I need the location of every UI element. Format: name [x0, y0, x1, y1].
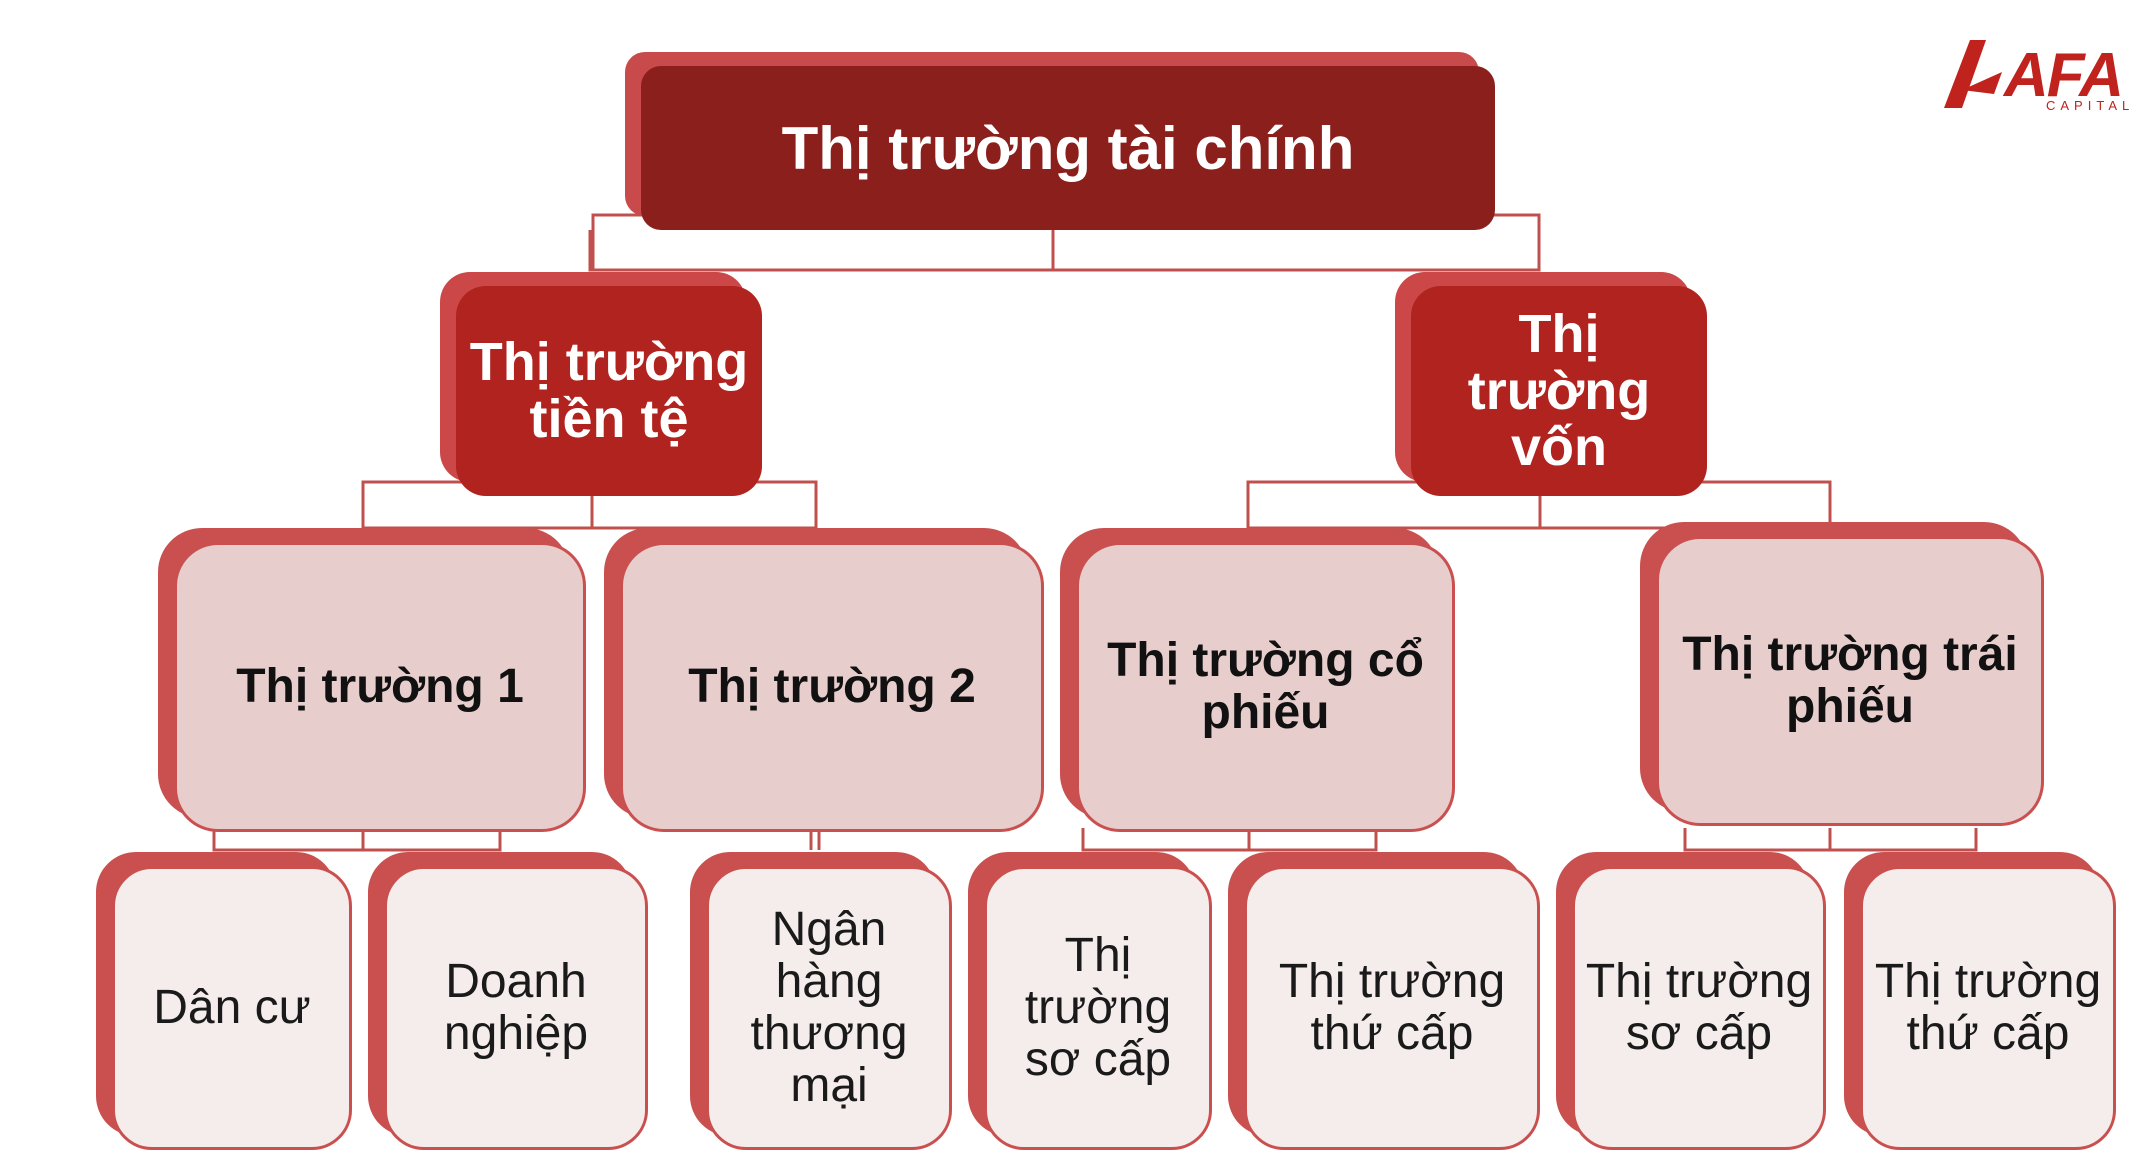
logo-mark-icon [1944, 40, 2002, 108]
node-label: Doanh nghiệp [443, 955, 589, 1060]
connector-root-stem [588, 230, 1541, 272]
node-bond-secondary: Thị trường thứ cấp [1844, 852, 2116, 1150]
node-label: Thị trường sơ cấp [1024, 929, 1172, 1086]
node-bond-primary: Thị trường sơ cấp [1556, 852, 1826, 1150]
afa-capital-logo: AFA CAPITAL [1940, 36, 2130, 116]
node-label: Thị trường cổ phiếu [1107, 634, 1424, 739]
connector-bond-children [1683, 828, 1978, 852]
node-label: Dân cư [153, 981, 311, 1035]
node-financial-market: Thị trường tài chính [625, 52, 1495, 230]
node-label: Thị trường tài chính [781, 114, 1355, 182]
node-label: Thị trường 2 [688, 660, 976, 714]
node-market-2: Thị trường 2 [604, 528, 1044, 832]
node-households: Dân cư [96, 852, 352, 1150]
node-money-market: Thị trường tiền tệ [440, 272, 762, 496]
node-bond-market: Thị trường trái phiếu [1640, 522, 2044, 826]
logo-subtext: CAPITAL [2046, 98, 2135, 113]
node-stock-primary: Thị trường sơ cấp [968, 852, 1212, 1150]
node-stock-secondary: Thị trường thứ cấp [1228, 852, 1540, 1150]
node-enterprises: Doanh nghiệp [368, 852, 648, 1150]
logo-text: AFA [2004, 41, 2124, 110]
node-label: Thị trường vốn [1467, 303, 1651, 478]
node-label: Thị trường thứ cấp [1874, 955, 2102, 1060]
node-label: Ngân hàng thương mại [750, 903, 908, 1112]
node-label: Thị trường thứ cấp [1278, 955, 1506, 1060]
node-capital-market: Thị trường vốn [1395, 272, 1707, 496]
node-label: Thị trường sơ cấp [1585, 955, 1813, 1060]
node-label: Thị trường 1 [236, 660, 524, 714]
node-label: Thị trường tiền tệ [469, 332, 749, 449]
node-label: Thị trường trái phiếu [1682, 628, 2018, 733]
node-stock-market: Thị trường cổ phiếu [1060, 528, 1455, 832]
node-commercial-banks: Ngân hàng thương mại [690, 852, 952, 1150]
node-market-1: Thị trường 1 [158, 528, 586, 832]
